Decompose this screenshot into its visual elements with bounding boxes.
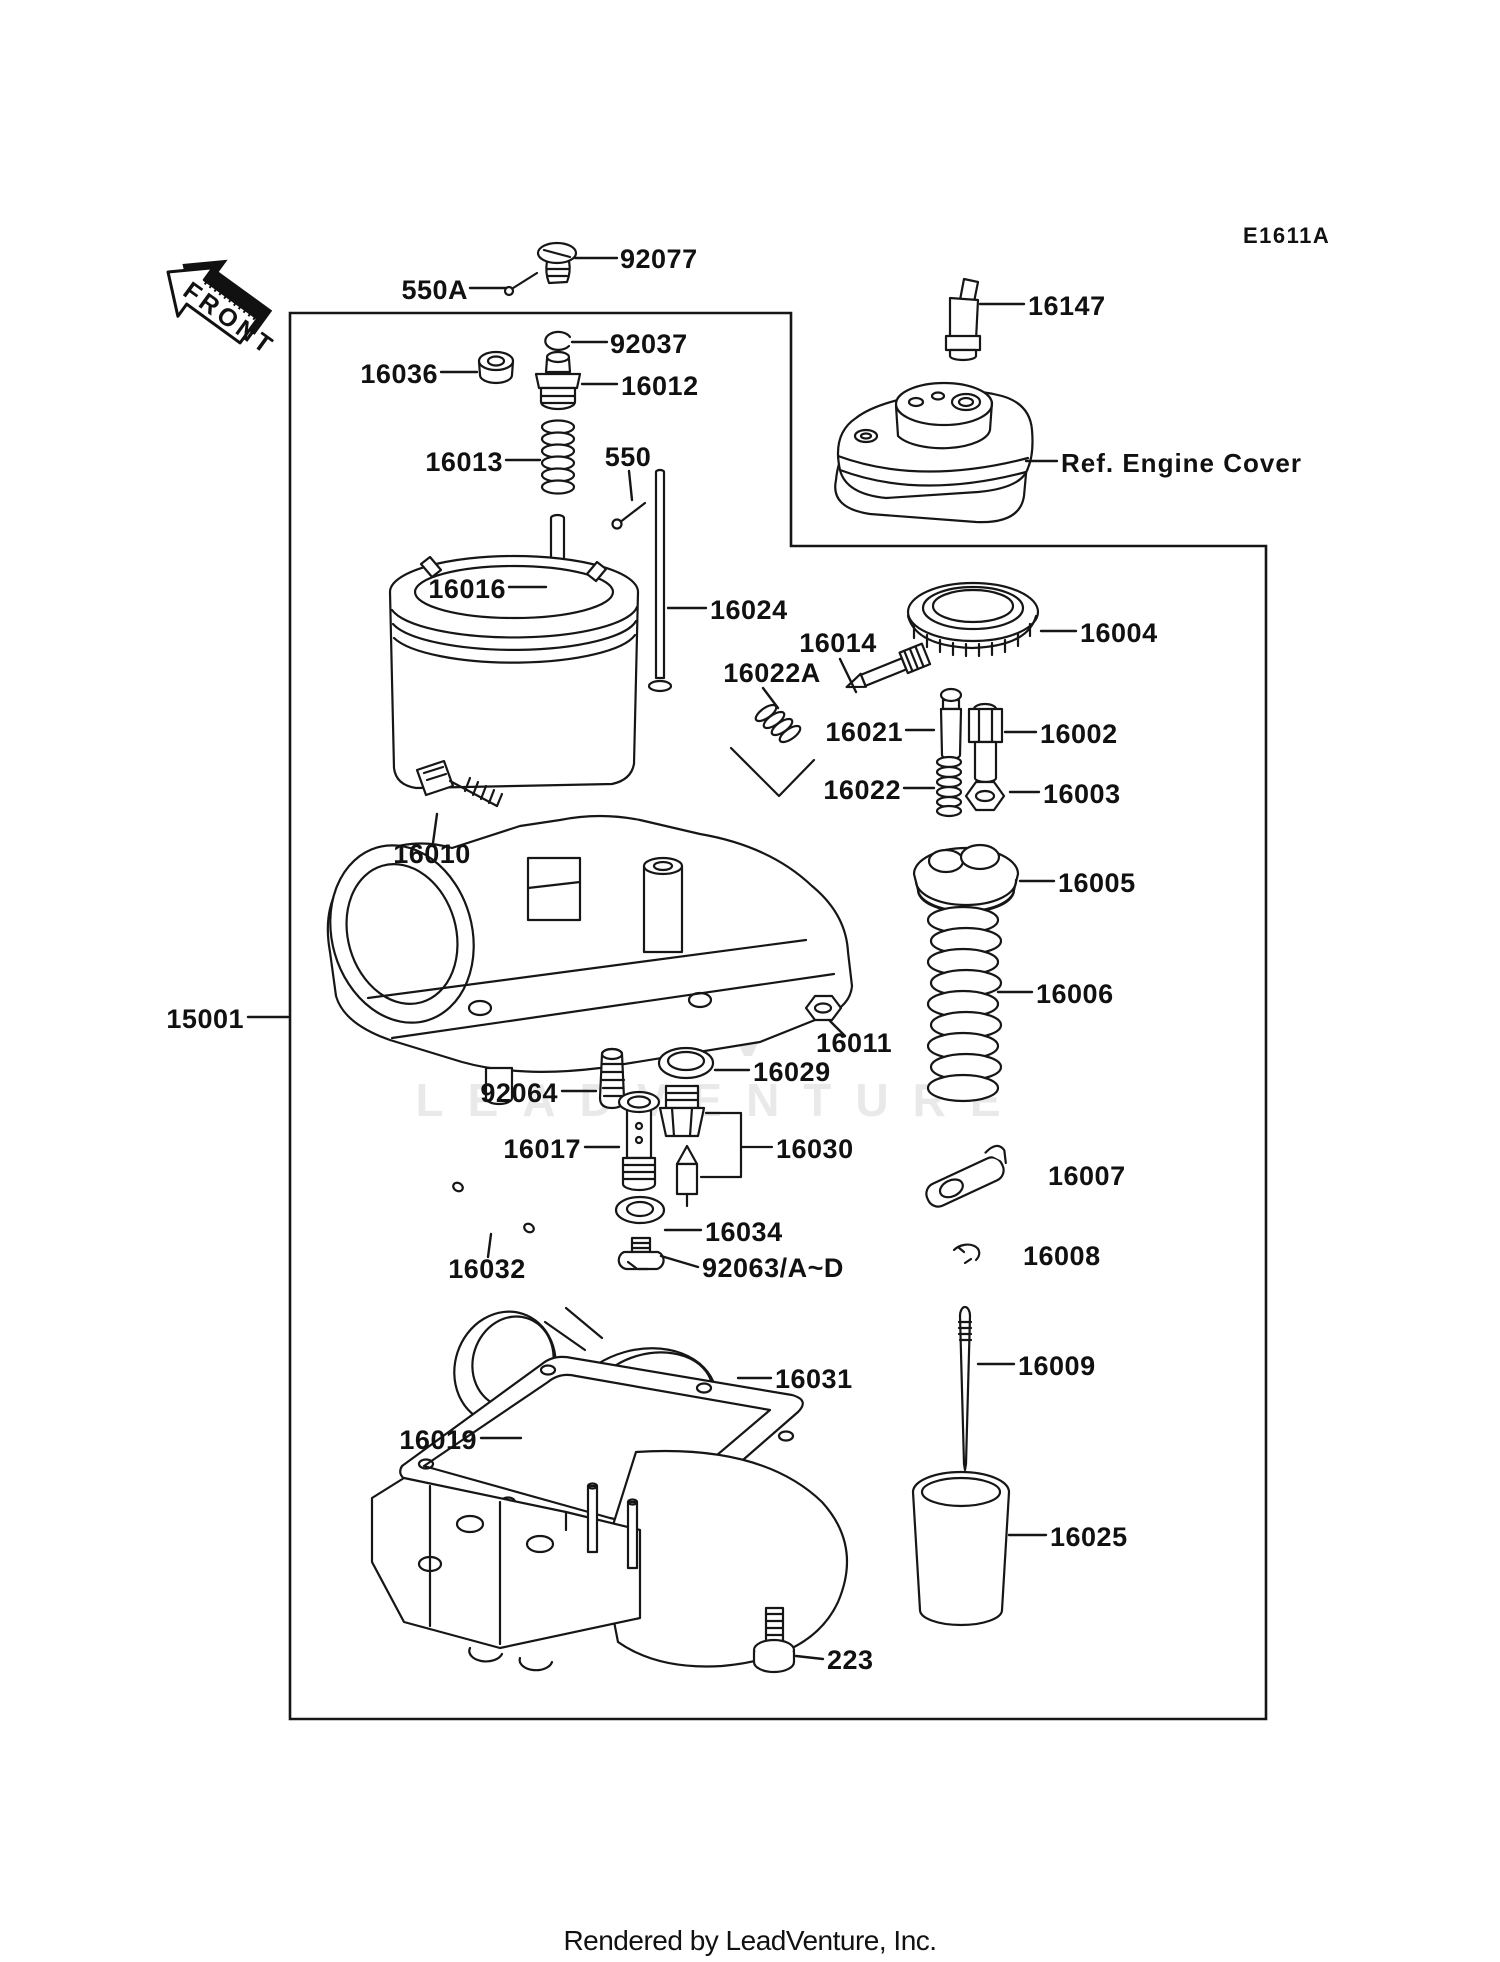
part-label-92064: 92064 xyxy=(480,1078,558,1108)
part-16032-pin xyxy=(452,1181,535,1234)
part-label-16011: 16011 xyxy=(816,1028,892,1058)
part-16008-clip xyxy=(952,1243,981,1265)
part-float-bowl xyxy=(370,1449,849,1672)
part-label-16004: 16004 xyxy=(1080,618,1158,648)
part-550A-pin xyxy=(503,271,539,297)
part-92037-clip xyxy=(544,330,572,351)
part-carburetor-body xyxy=(326,814,854,1106)
part-16011-nut xyxy=(804,994,843,1022)
part-engine-cover xyxy=(834,381,1034,524)
part-16012-adjuster xyxy=(534,350,582,411)
part-label-16036: 16036 xyxy=(360,359,438,389)
part-label-16031: 16031 xyxy=(775,1364,853,1394)
part-label-16003: 16003 xyxy=(1043,779,1121,809)
part-label-16029: 16029 xyxy=(753,1057,831,1087)
footer-credit: Rendered by LeadVenture, Inc. xyxy=(563,1925,936,1956)
part-label-16009: 16009 xyxy=(1018,1351,1096,1381)
part-label-16030: 16030 xyxy=(776,1134,854,1164)
part-slide-cylinder xyxy=(388,554,640,790)
part-label-16007: 16007 xyxy=(1048,1161,1126,1191)
part-16017-needle-jet xyxy=(617,1090,661,1192)
part-label-550: 550 xyxy=(605,442,652,472)
part-16005-cap xyxy=(912,843,1020,914)
part-16036-bushing xyxy=(477,350,515,385)
part-label-550A: 550A xyxy=(401,275,468,305)
part-label-16021: 16021 xyxy=(825,717,903,747)
part-label-16013: 16013 xyxy=(425,447,503,477)
part-label-16019: 16019 xyxy=(399,1425,477,1455)
part-label-16005: 16005 xyxy=(1058,868,1136,898)
part-label-16008: 16008 xyxy=(1023,1241,1101,1271)
part-16002-adjuster-screw xyxy=(967,702,1004,784)
part-label-16032: 16032 xyxy=(448,1254,526,1284)
part-16024-rod xyxy=(647,468,673,693)
part-label-16024: 16024 xyxy=(710,595,788,625)
part-label-16016: 16016 xyxy=(428,574,506,604)
part-label-16022A: 16022A xyxy=(723,658,821,688)
part-label-15001: 15001 xyxy=(166,1004,244,1034)
front-arrow: FRONT xyxy=(166,259,280,361)
page-code: E1611A xyxy=(1243,223,1330,248)
part-550-cotter-pin xyxy=(611,501,647,530)
part-16034-washer xyxy=(614,1195,666,1225)
part-label-92077: 92077 xyxy=(620,244,698,274)
part-16021-plunger xyxy=(939,687,963,761)
part-label-16017: 16017 xyxy=(503,1134,581,1164)
part-16010-bolt xyxy=(415,759,504,808)
part-16025-cup xyxy=(911,1470,1011,1627)
assembly-box-outline xyxy=(288,311,1268,1721)
part-16004-ring-nut xyxy=(906,581,1040,658)
part-16009-needle xyxy=(957,1305,973,1472)
part-label-92063: 92063/A~D xyxy=(702,1253,844,1283)
part-16022A-spring xyxy=(754,703,802,744)
part-label-223: 223 xyxy=(827,1645,874,1675)
part-16147-plug xyxy=(944,277,982,362)
part-label-16006: 16006 xyxy=(1036,979,1114,1009)
part-label-92037: 92037 xyxy=(610,329,688,359)
ref-engine-cover-label: Ref. Engine Cover xyxy=(1061,448,1302,478)
part-label-16010: 16010 xyxy=(393,839,471,869)
part-16022-spring xyxy=(935,755,963,818)
part-label-16012: 16012 xyxy=(621,371,699,401)
part-92063-pilot-jet xyxy=(617,1236,665,1271)
part-16003-nut xyxy=(964,780,1006,812)
part-label-16147: 16147 xyxy=(1028,291,1106,321)
part-92077-cap-screw xyxy=(536,241,578,285)
part-223-screw xyxy=(752,1606,796,1674)
part-16014-needle-screw xyxy=(845,642,932,689)
part-label-16022: 16022 xyxy=(823,775,901,805)
part-label-16034: 16034 xyxy=(705,1217,783,1247)
part-label-16002: 16002 xyxy=(1040,719,1118,749)
part-16007-lever xyxy=(925,1144,1007,1208)
part-16006-spring xyxy=(926,905,1003,1103)
part-16030-jet-and-float-valve xyxy=(658,1084,706,1208)
part-label-16025: 16025 xyxy=(1050,1522,1128,1552)
part-16029-washer xyxy=(657,1046,715,1080)
leader-lines xyxy=(246,256,1078,1661)
part-label-16014: 16014 xyxy=(799,628,877,658)
part-16013-spring xyxy=(540,419,576,495)
